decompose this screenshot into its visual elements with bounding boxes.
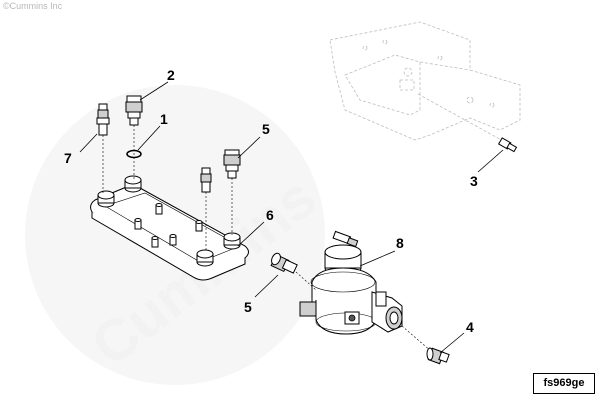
callout-7: 7 — [64, 150, 72, 166]
leader-lines — [79, 81, 504, 354]
engine-bracket — [329, 21, 521, 141]
plate-boss — [196, 249, 214, 267]
plate-stud — [151, 236, 159, 248]
plate-fitting — [200, 167, 212, 252]
callout-8: 8 — [396, 235, 404, 251]
part-4-fitting — [401, 325, 450, 365]
part-2-hex-fitting — [125, 95, 143, 180]
callouts: 2 1 5 7 6 8 5 3 4 — [64, 67, 478, 335]
callout-1: 1 — [160, 111, 168, 127]
copyright-notice: ©Cummins Inc — [3, 1, 63, 11]
plate-boss — [97, 190, 115, 208]
callout-5-lower: 5 — [244, 299, 252, 315]
plate-stud — [169, 234, 177, 246]
part-5-fitting-lower — [270, 252, 317, 291]
callout-5-upper: 5 — [262, 121, 270, 137]
figure-id-label: fs969ge — [533, 373, 595, 394]
plate-stud — [195, 220, 203, 232]
part-7-fitting — [96, 103, 110, 195]
part-5-fitting-upper — [223, 149, 241, 235]
part-1-o-ring — [126, 149, 142, 159]
plate-boss — [223, 232, 241, 250]
callout-4: 4 — [466, 319, 474, 335]
plate-stud — [155, 203, 163, 215]
callout-2: 2 — [167, 67, 175, 83]
part-6-mounting-plate — [90, 175, 249, 281]
part-3-fitting — [417, 93, 518, 153]
plate-stud — [134, 218, 142, 230]
callout-6: 6 — [266, 207, 274, 223]
plate-boss — [124, 175, 142, 193]
callout-3: 3 — [470, 173, 478, 189]
part-8-regulator — [299, 230, 403, 335]
